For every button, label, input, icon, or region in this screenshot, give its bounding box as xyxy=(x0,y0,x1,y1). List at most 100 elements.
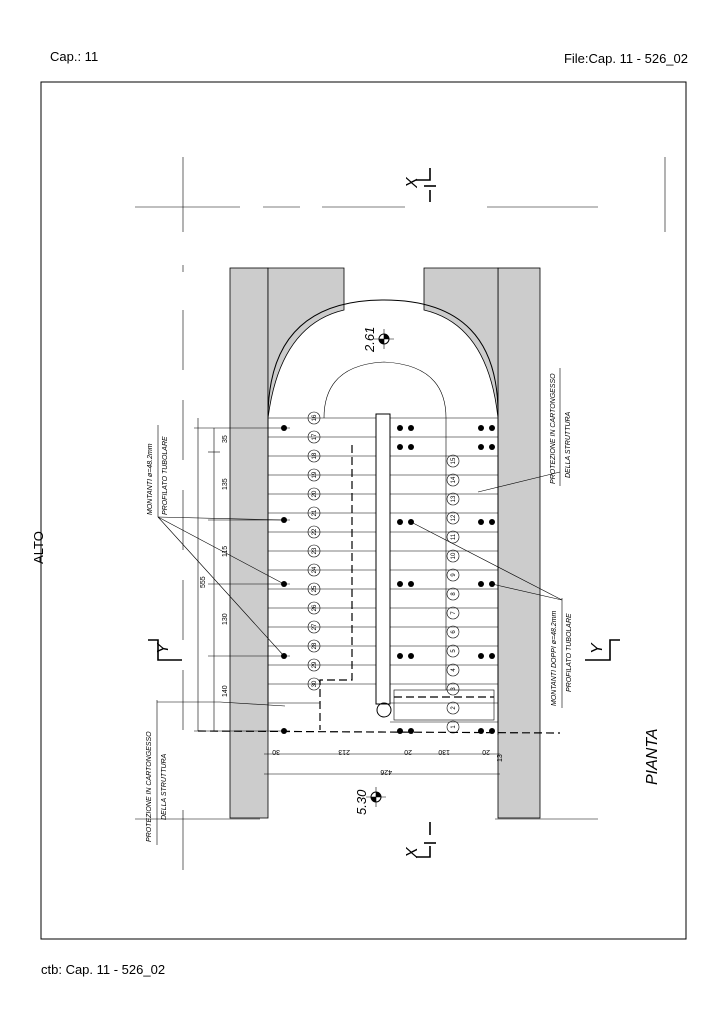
level-marker-bottom xyxy=(366,787,386,807)
dim-h-20a: 20 xyxy=(404,748,412,755)
step-circle xyxy=(446,568,460,582)
dim-h-426: 426 xyxy=(380,768,392,775)
step-number: 21 xyxy=(312,509,318,516)
step-circle xyxy=(307,677,321,691)
section-marker-y-right xyxy=(585,639,620,661)
section-cut-line xyxy=(197,730,561,734)
step-number: 24 xyxy=(312,566,318,573)
step-number: 18 xyxy=(312,452,318,459)
chapter-label: Cap.: 11 xyxy=(50,49,99,64)
step-number: 25 xyxy=(312,585,318,592)
step-circle xyxy=(446,587,460,601)
step-circle xyxy=(307,544,321,558)
dim-h-13: 13 xyxy=(497,754,504,762)
step-number: 15 xyxy=(451,457,457,464)
step-circle xyxy=(446,682,460,696)
uprights-left xyxy=(281,425,287,734)
wall-top-left xyxy=(267,267,345,419)
step-number: 2 xyxy=(451,706,457,710)
dim-v-135: 135 xyxy=(222,478,229,490)
step-number: 5 xyxy=(451,649,457,653)
step-circle xyxy=(307,468,321,482)
step-circle xyxy=(307,506,321,520)
step-number: 4 xyxy=(451,668,457,672)
dim-v-130: 130 xyxy=(222,613,229,625)
level-marker-top xyxy=(374,329,394,349)
step-number: 8 xyxy=(451,592,457,596)
file-label: File:Cap. 11 - 526_02 xyxy=(563,51,688,66)
step-number: 23 xyxy=(312,547,318,554)
note-uprights-line1: MONTANTI ø=48.2mm xyxy=(147,443,154,515)
bottom-landing-box xyxy=(393,689,495,721)
dim-v-555: 555 xyxy=(200,576,207,588)
note-protection-right-line1: PROTEZIONE IN CARTONGESSO xyxy=(550,373,557,484)
step-circle xyxy=(307,449,321,463)
step-circle xyxy=(446,644,460,658)
step-number: 29 xyxy=(312,661,318,668)
footer-ctb-label: ctb: Cap. 11 - 526_02 xyxy=(41,962,166,977)
section-marker-x-bottom xyxy=(416,822,436,858)
step-circle xyxy=(446,473,460,487)
step-circle xyxy=(307,582,321,596)
step-number: 12 xyxy=(451,514,457,521)
step-number: 26 xyxy=(312,604,318,611)
left-flight-treads xyxy=(268,417,376,704)
section-marker-x-top xyxy=(416,168,436,202)
view-title-pianta: PIANTA xyxy=(644,728,661,785)
note-protection-left-line1: PROTEZIONE IN CARTONGESSO xyxy=(146,731,153,842)
dim-v-140: 140 xyxy=(222,685,229,697)
note-double-uprights-line1: MONTANTI DOPPI ø=48.2mm xyxy=(551,610,558,706)
step-number: 16 xyxy=(312,414,318,421)
step-number: 28 xyxy=(312,642,318,649)
step-number: 6 xyxy=(451,630,457,634)
step-circle xyxy=(307,658,321,672)
step-number: 14 xyxy=(451,476,457,483)
step-number: 19 xyxy=(312,471,318,478)
dim-h-30: 30 xyxy=(272,748,280,755)
wall-left xyxy=(229,267,269,819)
step-number: 7 xyxy=(451,611,457,615)
leader-protection-right xyxy=(477,471,561,493)
elevation-top-label: 2.61 xyxy=(362,327,377,353)
step-circle xyxy=(446,720,460,734)
dim-h-213: 213 xyxy=(338,748,350,755)
elevation-bottom-label: 5.30 xyxy=(354,789,369,815)
dim-v-35: 35 xyxy=(222,435,229,443)
section-y-left-label: Y xyxy=(155,642,172,654)
step-number: 22 xyxy=(312,528,318,535)
step-circle xyxy=(446,549,460,563)
handrail-left xyxy=(319,445,353,730)
leaders-double-uprights xyxy=(410,521,563,601)
step-circle xyxy=(446,701,460,715)
step-circle xyxy=(446,663,460,677)
note-protection-right-line2: DELLA STRUTTURA xyxy=(565,411,572,478)
central-spine xyxy=(375,413,391,705)
landing-inner-arc xyxy=(323,361,447,419)
step-circle xyxy=(446,511,460,525)
step-number: 1 xyxy=(451,725,457,729)
dim-h-20b: 20 xyxy=(482,748,490,755)
dim-v-115: 115 xyxy=(222,546,229,557)
step-circle xyxy=(446,530,460,544)
note-double-uprights-line2: PROFILATO TUBOLARE xyxy=(566,613,573,692)
step-circle xyxy=(307,620,321,634)
step-number: 27 xyxy=(312,623,318,630)
note-protection-left-line2: DELLA STRUTTURA xyxy=(161,753,168,820)
step-number: 20 xyxy=(312,490,318,497)
step-number: 3 xyxy=(451,687,457,691)
landing-outer-arc xyxy=(267,299,499,419)
section-marker-y-left xyxy=(148,639,182,661)
step-circle xyxy=(307,639,321,653)
step-circle xyxy=(307,525,321,539)
step-circle xyxy=(446,492,460,506)
right-flight-treads xyxy=(390,417,498,723)
section-x-top-label: X xyxy=(404,176,421,189)
step-number: 17 xyxy=(312,433,318,440)
leader-protection-left xyxy=(157,701,286,707)
step-circle xyxy=(307,563,321,577)
section-y-right-label: Y xyxy=(589,642,606,654)
wall-top-right xyxy=(423,267,499,419)
